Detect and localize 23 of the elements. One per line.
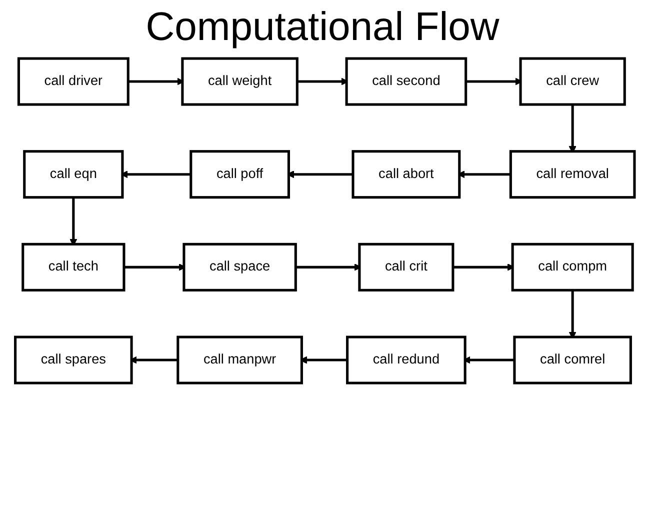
- diagram-title: Computational Flow: [144, 4, 500, 50]
- node-label: call abort: [378, 166, 434, 182]
- node-label: call second: [372, 74, 440, 88]
- node-label: call comrel: [540, 352, 605, 367]
- node-label: call removal: [536, 166, 608, 182]
- node-label: call redund: [372, 352, 440, 367]
- node-label: call driver: [44, 74, 102, 88]
- arrow: [296, 78, 348, 86]
- node-label: call crit: [384, 260, 427, 274]
- node-label: call crew: [546, 74, 599, 88]
- arrow: [465, 78, 522, 86]
- arrow: [452, 263, 514, 271]
- node-label: call compm: [538, 260, 607, 274]
- arrow: [128, 78, 184, 86]
- node-label: call weight: [207, 74, 272, 88]
- node-label: call space: [209, 260, 270, 274]
- node-label: call eqn: [49, 166, 96, 182]
- node-label: call manpwr: [202, 352, 276, 367]
- arrow: [123, 263, 186, 271]
- node-label: call poff: [216, 166, 263, 182]
- node-label: call spares: [40, 352, 106, 367]
- node-label: call tech: [48, 260, 98, 274]
- arrow: [295, 263, 361, 271]
